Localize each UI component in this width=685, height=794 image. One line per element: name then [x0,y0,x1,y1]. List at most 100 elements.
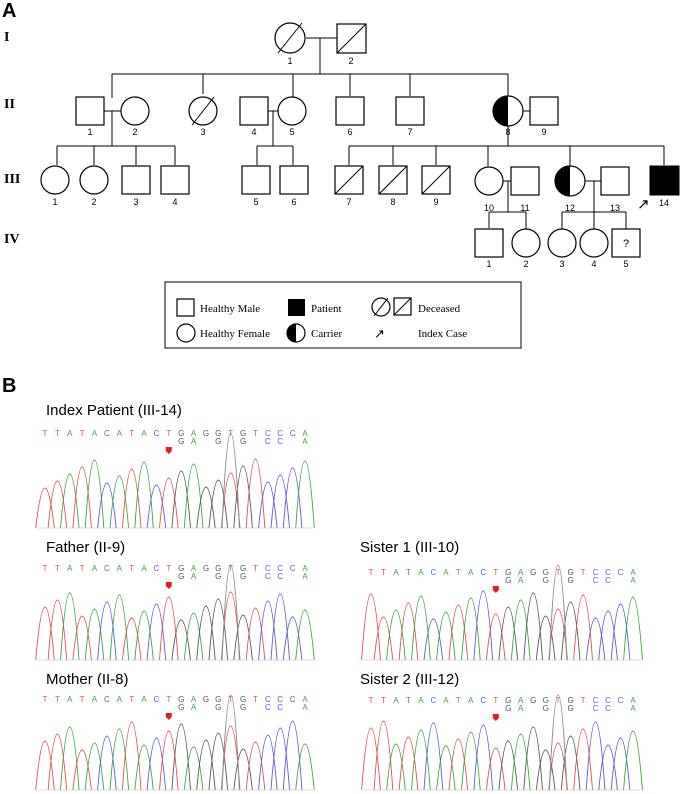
legend-carrier-label: Carrier [311,328,342,340]
secondary-base-call: A [191,572,197,581]
trace-peak [535,615,556,661]
trace-peak [448,738,469,791]
base-call: T [493,568,498,577]
base-call: G [567,696,573,705]
trace-title-sister-1: Sister 1 (III-10) [360,539,459,556]
secondary-base-call: C [265,703,271,712]
iv-1-healthy-male-symbol [474,228,504,258]
iv-5-unknown-male-symbol [611,228,641,258]
base-call: G [215,429,221,438]
trace-peak [548,564,568,661]
pedigree-lines [56,37,665,229]
trace-peak [221,432,240,529]
ii-6-healthy-male-symbol [335,96,365,126]
trace-title-mother: Mother (II-8) [46,671,129,688]
trace-peak [121,468,142,529]
mutation-marker [492,586,499,593]
trace-peak [411,729,431,791]
trace-peak [560,601,581,661]
base-call: C [431,568,437,577]
ii-8-carrier-female-symbol [492,95,524,127]
base-call: T [381,568,386,577]
secondary-base-call: G [567,576,573,585]
secondary-base-call: G [178,703,184,712]
trace-peak [233,748,253,791]
trace-peak [221,694,240,791]
trace-peak [361,727,381,791]
trace-peak [423,722,444,791]
trace-peak [498,606,519,661]
trace-peak [35,606,55,661]
deceased-slash [421,165,451,195]
base-call: T [166,695,171,704]
mutation-marker [165,447,172,454]
secondary-base-call: G [505,576,511,585]
base-call: C [618,696,624,705]
trace-peak [171,470,191,529]
trace-peak [282,616,303,661]
trace-peak [373,720,394,791]
trace-peak [623,730,643,791]
base-call: A [141,564,147,573]
base-call: C [265,429,271,438]
legend-index-arrow-icon: ↗ [374,327,385,342]
base-call: A [518,568,524,577]
secondary-base-call: C [277,437,283,446]
trace-peak [386,609,406,661]
base-call: A [393,568,399,577]
trace-peak [97,601,117,661]
base-call: T [581,568,586,577]
ii-6-number: 6 [347,127,352,137]
base-call: G [240,564,246,573]
base-call: C [154,695,160,704]
legend-healthy-female-icon [176,323,196,343]
secondary-base-call: C [605,576,611,585]
trace-peak [47,599,68,661]
iii-7-number: 7 [346,197,351,207]
iii-14-patient-symbol [649,165,680,196]
base-call: G [530,568,536,577]
base-call: C [104,695,110,704]
trace-peak [573,594,593,661]
base-call: T [80,695,85,704]
iv-1-number: 1 [486,259,491,269]
trace-peak [598,610,618,661]
trace-peak [548,694,568,791]
iv-2-healthy-female-symbol [511,228,541,258]
trace-peak [146,737,167,791]
trace-peak [47,733,68,791]
base-call: A [302,695,308,704]
trace-peak [60,726,80,791]
trace-peak [109,728,130,791]
iii-3-healthy-male-symbol [121,165,151,195]
base-call: C [605,696,611,705]
trace-peak [97,482,117,529]
base-call: T [166,429,171,438]
ii-7-healthy-male-symbol [395,96,425,126]
iii-9-number: 9 [433,197,438,207]
secondary-base-call: G [240,703,246,712]
trace-peak [109,475,130,529]
iii-13-number: 13 [610,203,620,213]
base-call: T [381,696,386,705]
legend-patient-label: Patient [311,303,342,315]
deceased-slash [277,22,303,54]
trace-peak [560,735,581,791]
secondary-base-call: A [518,704,524,713]
base-call: C [593,696,599,705]
generation-label-i: I [4,30,9,45]
legend: Healthy Male Patient Deceased Healthy Fe… [164,281,522,349]
trace-peak [295,609,315,661]
secondary-base-call: A [302,437,308,446]
trace-peak [245,607,266,661]
trace-peak [548,742,568,791]
deceased-slash [334,165,364,195]
trace-peak [523,592,543,661]
secondary-base-call: A [191,437,197,446]
trace-peak [35,740,55,791]
base-call: T [556,568,561,577]
base-call: A [630,568,636,577]
base-call: A [117,429,123,438]
